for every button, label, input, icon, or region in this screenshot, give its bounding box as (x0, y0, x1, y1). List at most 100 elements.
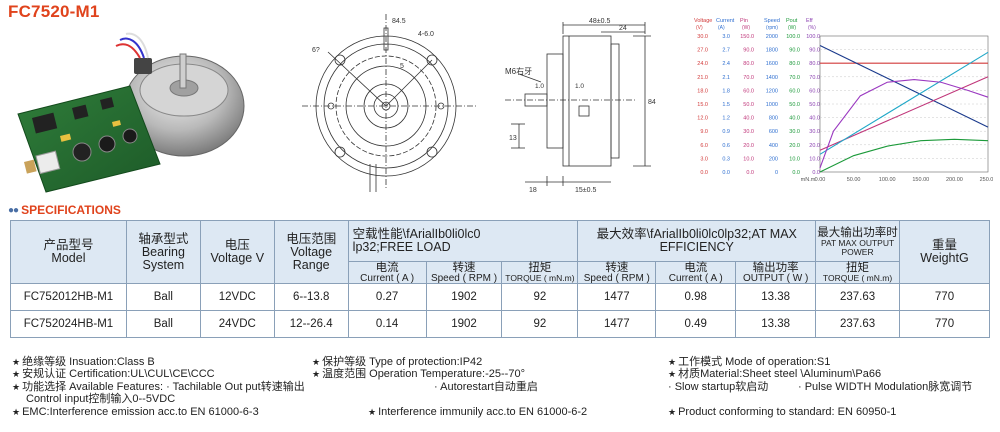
chart-scale-label: 2.4 (722, 61, 730, 67)
chart-scale-label: 400 (769, 143, 778, 149)
side-dim-total: 48±0.5 (589, 18, 610, 25)
chart-scale-label: 0.0 (746, 170, 754, 176)
chart-scale-label: 24.0 (697, 61, 708, 67)
chart-scale-label: 10.0 (743, 156, 754, 162)
chart-scale-label: 80.0 (789, 61, 800, 67)
chart-scale-label: 50.0 (789, 102, 800, 108)
chart-scale-label: 200 (769, 156, 778, 162)
chart-scale-label: 1.5 (722, 102, 730, 108)
chart-scale-label: 0.0 (792, 170, 800, 176)
star-icon: ★ (368, 406, 377, 417)
chart-scale-label: 70.0 (809, 75, 820, 81)
chart-scale-label: 150.0 (740, 34, 754, 40)
chart-scale-label: 1200 (766, 88, 778, 94)
front-label-4: 6? (312, 47, 320, 54)
chart-column-unit: (W) (742, 25, 750, 31)
chart-scale-label: 27.0 (697, 48, 708, 54)
chart-scale-label: 30.0 (697, 34, 708, 40)
chart-scale-label: 30.0 (743, 129, 754, 135)
side-dim-small2: 1.0 (575, 83, 584, 90)
chart-column-header: Eff (806, 18, 813, 24)
chart-scale-label: 18.0 (697, 88, 708, 94)
chart-x-tick-label: 200.00 (946, 177, 963, 183)
note-slow-startup: · Slow startup软启动 (668, 380, 769, 393)
chart-scale-label: 90.0 (743, 48, 754, 54)
chart-scale-label: 70.0 (743, 75, 754, 81)
chart-scale-label: 50.0 (809, 102, 820, 108)
product-photo (12, 14, 250, 194)
chart-scale-label: 90.0 (809, 48, 820, 54)
chart-scale-label: 1400 (766, 75, 778, 81)
side-dim-inner: 24 (619, 25, 627, 32)
note-features: ★功能选择 Available Features: · Tachilable O… (12, 380, 305, 393)
note-certification: ★安规认证 Certification:UL\CUL\CE\CCC (12, 368, 215, 381)
chart-scale-label: 80.0 (809, 61, 820, 67)
side-dim-small1: 1.0 (535, 83, 544, 90)
chart-series-line (819, 45, 989, 128)
header-max-efficiency: 最大效率\fArialIb0li0lc0lp32;AT MAX EFFICIEN… (577, 220, 817, 262)
chart-series-line (819, 51, 989, 155)
chart-scale-label: 0.3 (722, 156, 730, 162)
side-dim-bottom: 15±0.5 (575, 187, 596, 194)
product-title: FC7520-M1 (8, 2, 100, 21)
chart-x-tick-label: 100.00 (879, 177, 896, 183)
chart-scale-label: 1600 (766, 61, 778, 67)
chart-series-line (819, 138, 989, 173)
chart-scale-label: 90.0 (789, 48, 800, 54)
chart-scale-label: 600 (769, 129, 778, 135)
chart-x-tick-label: 50.00 (847, 177, 861, 183)
note-insulation: ★绝缘等级 Insuation:Class B (12, 356, 155, 368)
chart-scale-label: 0.0 (812, 170, 820, 176)
note-mode: ★工作模式 Mode of operation:S1 (668, 356, 831, 368)
side-dim-18: 18 (529, 187, 537, 194)
chart-scale-label: 10.0 (809, 156, 820, 162)
star-icon: ★ (12, 406, 21, 417)
front-view-drawing: 84.5 4-6.0 5 6? (300, 14, 480, 194)
chart-scale-label: 60.0 (743, 88, 754, 94)
table-row: FC752024HB-M1 Ball 24VDC 12--26.4 0.14 1… (10, 310, 990, 338)
chart-column-unit: (V) (696, 25, 703, 31)
chart-scale-label: 100.0 (786, 34, 800, 40)
star-icon: ★ (668, 369, 677, 380)
chart-scale-label: 0.9 (722, 129, 730, 135)
chart-scale-label: 100.0 (806, 34, 820, 40)
star-icon: ★ (12, 357, 21, 367)
chart-series-line (819, 76, 989, 151)
motor-image (115, 32, 245, 157)
chart-scale-label: 70.0 (789, 75, 800, 81)
specifications-heading-text: SPECIFICATIONS (21, 203, 121, 217)
chart-scale-label: 20.0 (789, 143, 800, 149)
chart-scale-label: 20.0 (743, 143, 754, 149)
chart-column-unit: (%) (808, 25, 816, 31)
side-view-drawing: 48±0.5 24 84 M6右牙 1.0 1.0 13 18 15±0.5 (505, 14, 670, 194)
chart-column-header: Pout (786, 18, 798, 24)
chart-scale-label: 30.0 (789, 129, 800, 135)
chart-scale-label: 80.0 (743, 61, 754, 67)
specifications-heading: ●● SPECIFICATIONS (8, 203, 121, 217)
side-dim-height: 84 (648, 99, 656, 106)
note-protection: ★保护等级 Type of protection:IP42 (312, 356, 483, 368)
chart-scale-label: 30.0 (809, 129, 820, 135)
chart-scale-label: 40.0 (789, 116, 800, 122)
chart-column-unit: (rpm) (766, 25, 778, 31)
star-icon: ★ (668, 406, 677, 417)
control-board-image (17, 85, 161, 193)
chart-scale-label: 0.0 (700, 170, 708, 176)
star-icon: ★ (12, 381, 21, 392)
chart-scale-label: 0.0 (722, 170, 730, 176)
side-dim-13: 13 (509, 135, 517, 142)
side-thread-label: M6右牙 (505, 66, 532, 76)
chart-x-tick-label: 250.00 (980, 177, 993, 183)
chart-column-header: Voltage (694, 18, 712, 24)
